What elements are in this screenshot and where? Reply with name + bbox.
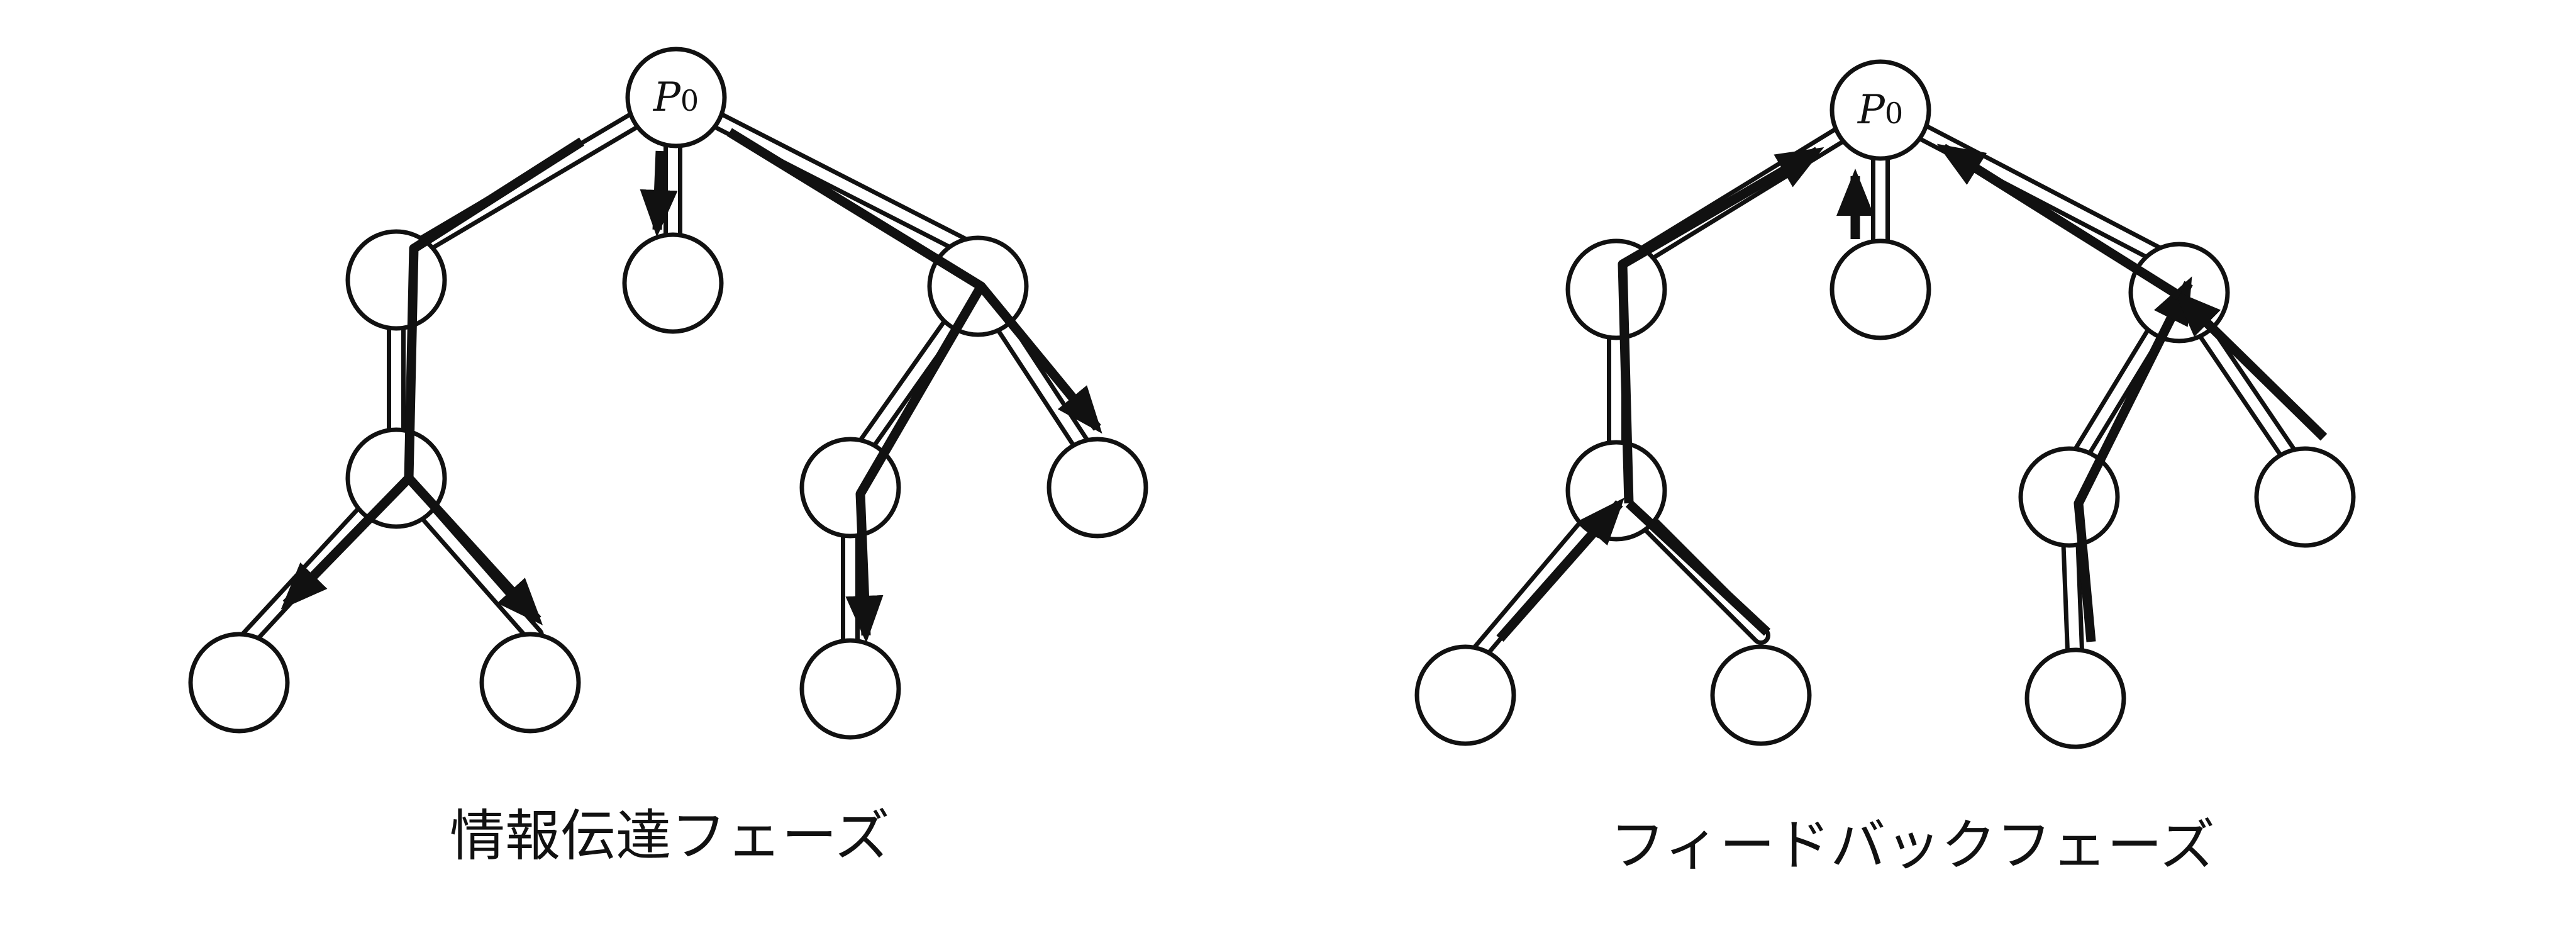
node	[345, 427, 447, 529]
flow-arrow	[640, 150, 678, 237]
feedback-phase-panel: P0	[1414, 59, 2356, 749]
node	[1414, 644, 1516, 746]
node	[479, 632, 581, 734]
flow-arrow	[1625, 500, 1771, 636]
node	[2024, 647, 2126, 749]
info-phase-caption: 情報伝達フェーズ	[450, 803, 890, 868]
root-node-label: P0	[653, 74, 699, 121]
node	[345, 229, 447, 331]
flow-arrow	[280, 137, 585, 610]
tree-edges	[1468, 101, 2314, 676]
root-node-label: P0	[1857, 87, 1903, 133]
node	[1565, 238, 1667, 340]
tree-nodes	[188, 47, 1148, 740]
flow-arrow	[1618, 147, 1824, 504]
flow-arrow	[2174, 290, 2328, 441]
flow-arrow	[1936, 143, 2182, 300]
node	[1829, 59, 1931, 161]
info-phase-panel: P0	[188, 47, 1148, 740]
feedback-phase-caption: フィードバックフェーズ	[1610, 813, 2215, 878]
node	[2254, 446, 2356, 548]
node	[1710, 644, 1812, 746]
node	[188, 632, 290, 734]
flow-arrow	[405, 474, 543, 625]
node	[799, 638, 901, 740]
node	[625, 47, 727, 148]
downward-flow-arrows	[280, 128, 1102, 643]
node	[1046, 437, 1148, 539]
node	[1829, 238, 1931, 340]
tree-edges	[236, 88, 1107, 676]
upward-flow-arrows	[1496, 143, 2328, 642]
flow-arrow	[1496, 498, 1624, 642]
flow-arrow	[2074, 276, 2193, 642]
flow-arrow	[845, 284, 985, 643]
node	[622, 232, 724, 334]
